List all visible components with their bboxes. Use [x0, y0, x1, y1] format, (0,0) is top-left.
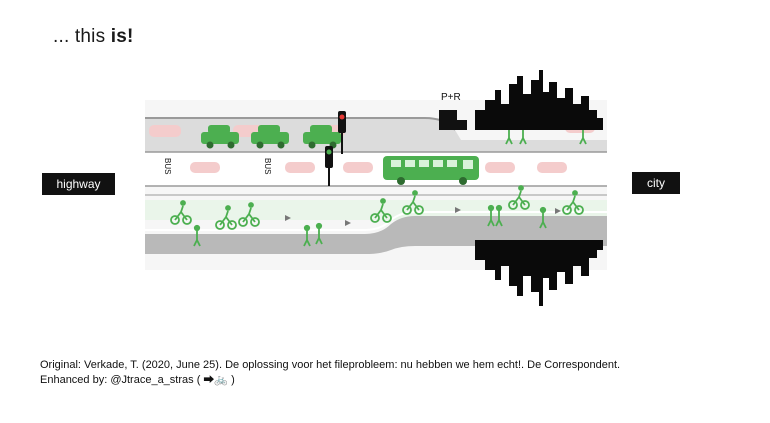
traffic-light-icon	[325, 146, 333, 186]
direction-arrows	[285, 207, 561, 226]
cyclist-icon	[215, 205, 237, 230]
cyclist-icon	[402, 190, 424, 215]
page-title: ... this is!	[53, 26, 134, 47]
pedestrian-icon	[303, 224, 311, 247]
credit-original: Original: Verkade, T. (2020, June 25). D…	[40, 359, 621, 371]
bus-icon	[383, 156, 479, 185]
bus-lane-marking: BUS	[163, 158, 172, 174]
cyclist-icon	[508, 185, 530, 210]
bus-lane-marking: BUS	[263, 158, 272, 174]
cyclist-icon	[170, 200, 192, 225]
green-cars	[201, 125, 341, 149]
pedestrian-icon	[315, 222, 323, 245]
credits: Original: Verkade, T. (2020, June 25). D…	[40, 358, 740, 388]
city-skyline-top	[475, 70, 603, 130]
cyclist-icon	[562, 190, 584, 215]
car-icon	[251, 125, 289, 149]
pedestrian-icon	[193, 224, 201, 247]
pedestrian-icon	[539, 206, 547, 229]
cyclists	[170, 185, 584, 230]
park-and-ride-label: P+R	[441, 92, 461, 103]
city-skyline-bottom	[475, 240, 603, 306]
city-label: city	[632, 172, 680, 194]
pedestrian-icon	[487, 204, 495, 227]
credit-enhanced: Enhanced by: @Jtrace_a_stras ( ⮕🚲 )	[40, 374, 235, 386]
cyclist-icon	[370, 198, 392, 223]
pedestrian-icon	[495, 204, 503, 227]
pedestrians	[193, 122, 587, 247]
bus-lane	[145, 152, 607, 186]
mobility-diagram: BUS BUS P+R	[145, 70, 607, 306]
parking-garage-icon	[439, 110, 467, 130]
cyclist-icon	[238, 202, 260, 227]
highway-label: highway	[42, 173, 115, 195]
traffic-light-icon	[338, 111, 346, 154]
car-icon	[201, 125, 239, 149]
